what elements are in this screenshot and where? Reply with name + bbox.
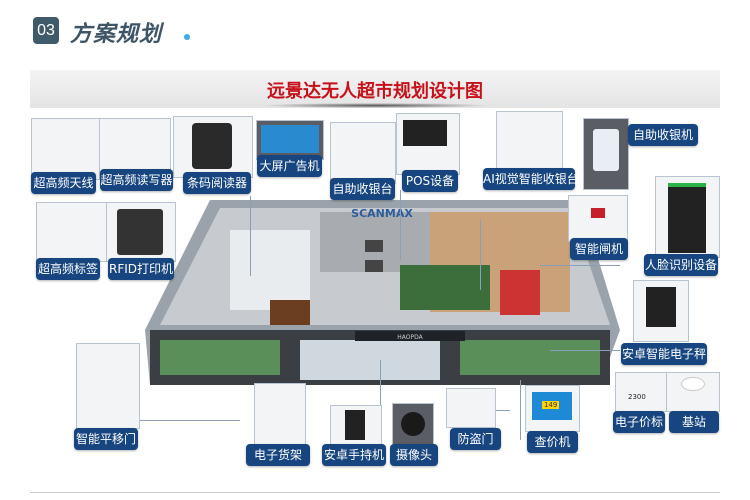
barcode-reader-image xyxy=(173,116,253,178)
label-self-checkout-counter: 自助收银台 xyxy=(330,178,395,200)
camera-image xyxy=(392,403,434,445)
label-rfid-printer: RFID打印机 xyxy=(108,258,174,280)
label-android-scale: 安卓智能电子秤 xyxy=(621,343,707,365)
label-self-checkout-machine: 自助收银机 xyxy=(628,124,698,146)
store-floorplan: HAOPDA SCANMAX xyxy=(145,200,620,385)
connector-line xyxy=(520,380,521,440)
label-e-price-tag: 电子价标 xyxy=(613,411,665,433)
label-uhf-antenna: 超高频天线 xyxy=(31,172,96,194)
connector-line xyxy=(250,196,251,276)
android-handheld-image xyxy=(330,405,382,445)
label-ai-checkout: AI视觉智能收银台 xyxy=(483,168,579,190)
label-pos: POS设备 xyxy=(402,170,458,192)
label-smart-gate: 智能闸机 xyxy=(570,238,628,260)
connector-line xyxy=(380,360,381,440)
electronic-shelf-image xyxy=(254,383,306,445)
label-ad-screen: 大屏广告机 xyxy=(257,155,322,177)
connector-line xyxy=(540,265,620,266)
title-dot xyxy=(184,34,190,40)
bottom-divider xyxy=(30,492,720,493)
pos-image xyxy=(396,113,460,175)
label-price-checker: 查价机 xyxy=(527,431,578,453)
price-checker-image: 149 xyxy=(525,385,580,432)
section-title: 方案规划 xyxy=(70,22,163,47)
banner-shadow xyxy=(260,103,490,108)
price-tag-value: 2300 xyxy=(628,393,646,401)
label-uhf-tag: 超高频标签 xyxy=(36,258,100,280)
label-android-handheld: 安卓手持机 xyxy=(322,444,386,466)
anti-theft-door-image xyxy=(446,388,496,428)
price-checker-price: 149 xyxy=(542,401,560,409)
label-base-station: 基站 xyxy=(669,411,719,433)
connector-line xyxy=(140,420,240,421)
rfid-printer-image xyxy=(106,202,176,262)
label-face-recognition: 人脸识别设备 xyxy=(644,254,718,276)
label-anti-theft-door: 防盗门 xyxy=(450,428,501,450)
ad-screen-image xyxy=(256,120,324,160)
sliding-door-image xyxy=(76,343,140,429)
connector-line xyxy=(480,220,481,290)
face-recognition-image xyxy=(655,176,720,258)
self-checkout-counter-image xyxy=(330,122,396,184)
label-barcode-reader: 条码阅读器 xyxy=(183,172,251,194)
label-uhf-reader: 超高频读写器 xyxy=(100,169,173,191)
label-sliding-door: 智能平移门 xyxy=(74,428,138,450)
base-station-image xyxy=(666,372,720,412)
svg-text:HAOPDA: HAOPDA xyxy=(397,334,423,341)
banner-title: 远景达无人超市规划设计图 xyxy=(267,81,483,102)
android-scale-image xyxy=(633,280,689,342)
self-checkout-machine-image xyxy=(583,118,629,190)
store-brand: SCANMAX xyxy=(351,207,413,220)
connector-line xyxy=(550,350,620,351)
uhf-tag-image xyxy=(36,202,108,262)
e-price-tag-image: 2300 xyxy=(615,372,667,412)
ai-checkout-image xyxy=(496,111,563,173)
section-number-badge: 03 xyxy=(33,17,59,44)
label-electronic-shelf: 电子货架 xyxy=(246,444,310,466)
connector-line xyxy=(400,190,401,260)
label-camera: 摄像头 xyxy=(390,444,438,466)
uhf-antenna-image xyxy=(31,118,100,180)
smart-gate-image xyxy=(568,195,628,242)
banner: 远景达无人超市规划设计图 xyxy=(30,70,720,108)
